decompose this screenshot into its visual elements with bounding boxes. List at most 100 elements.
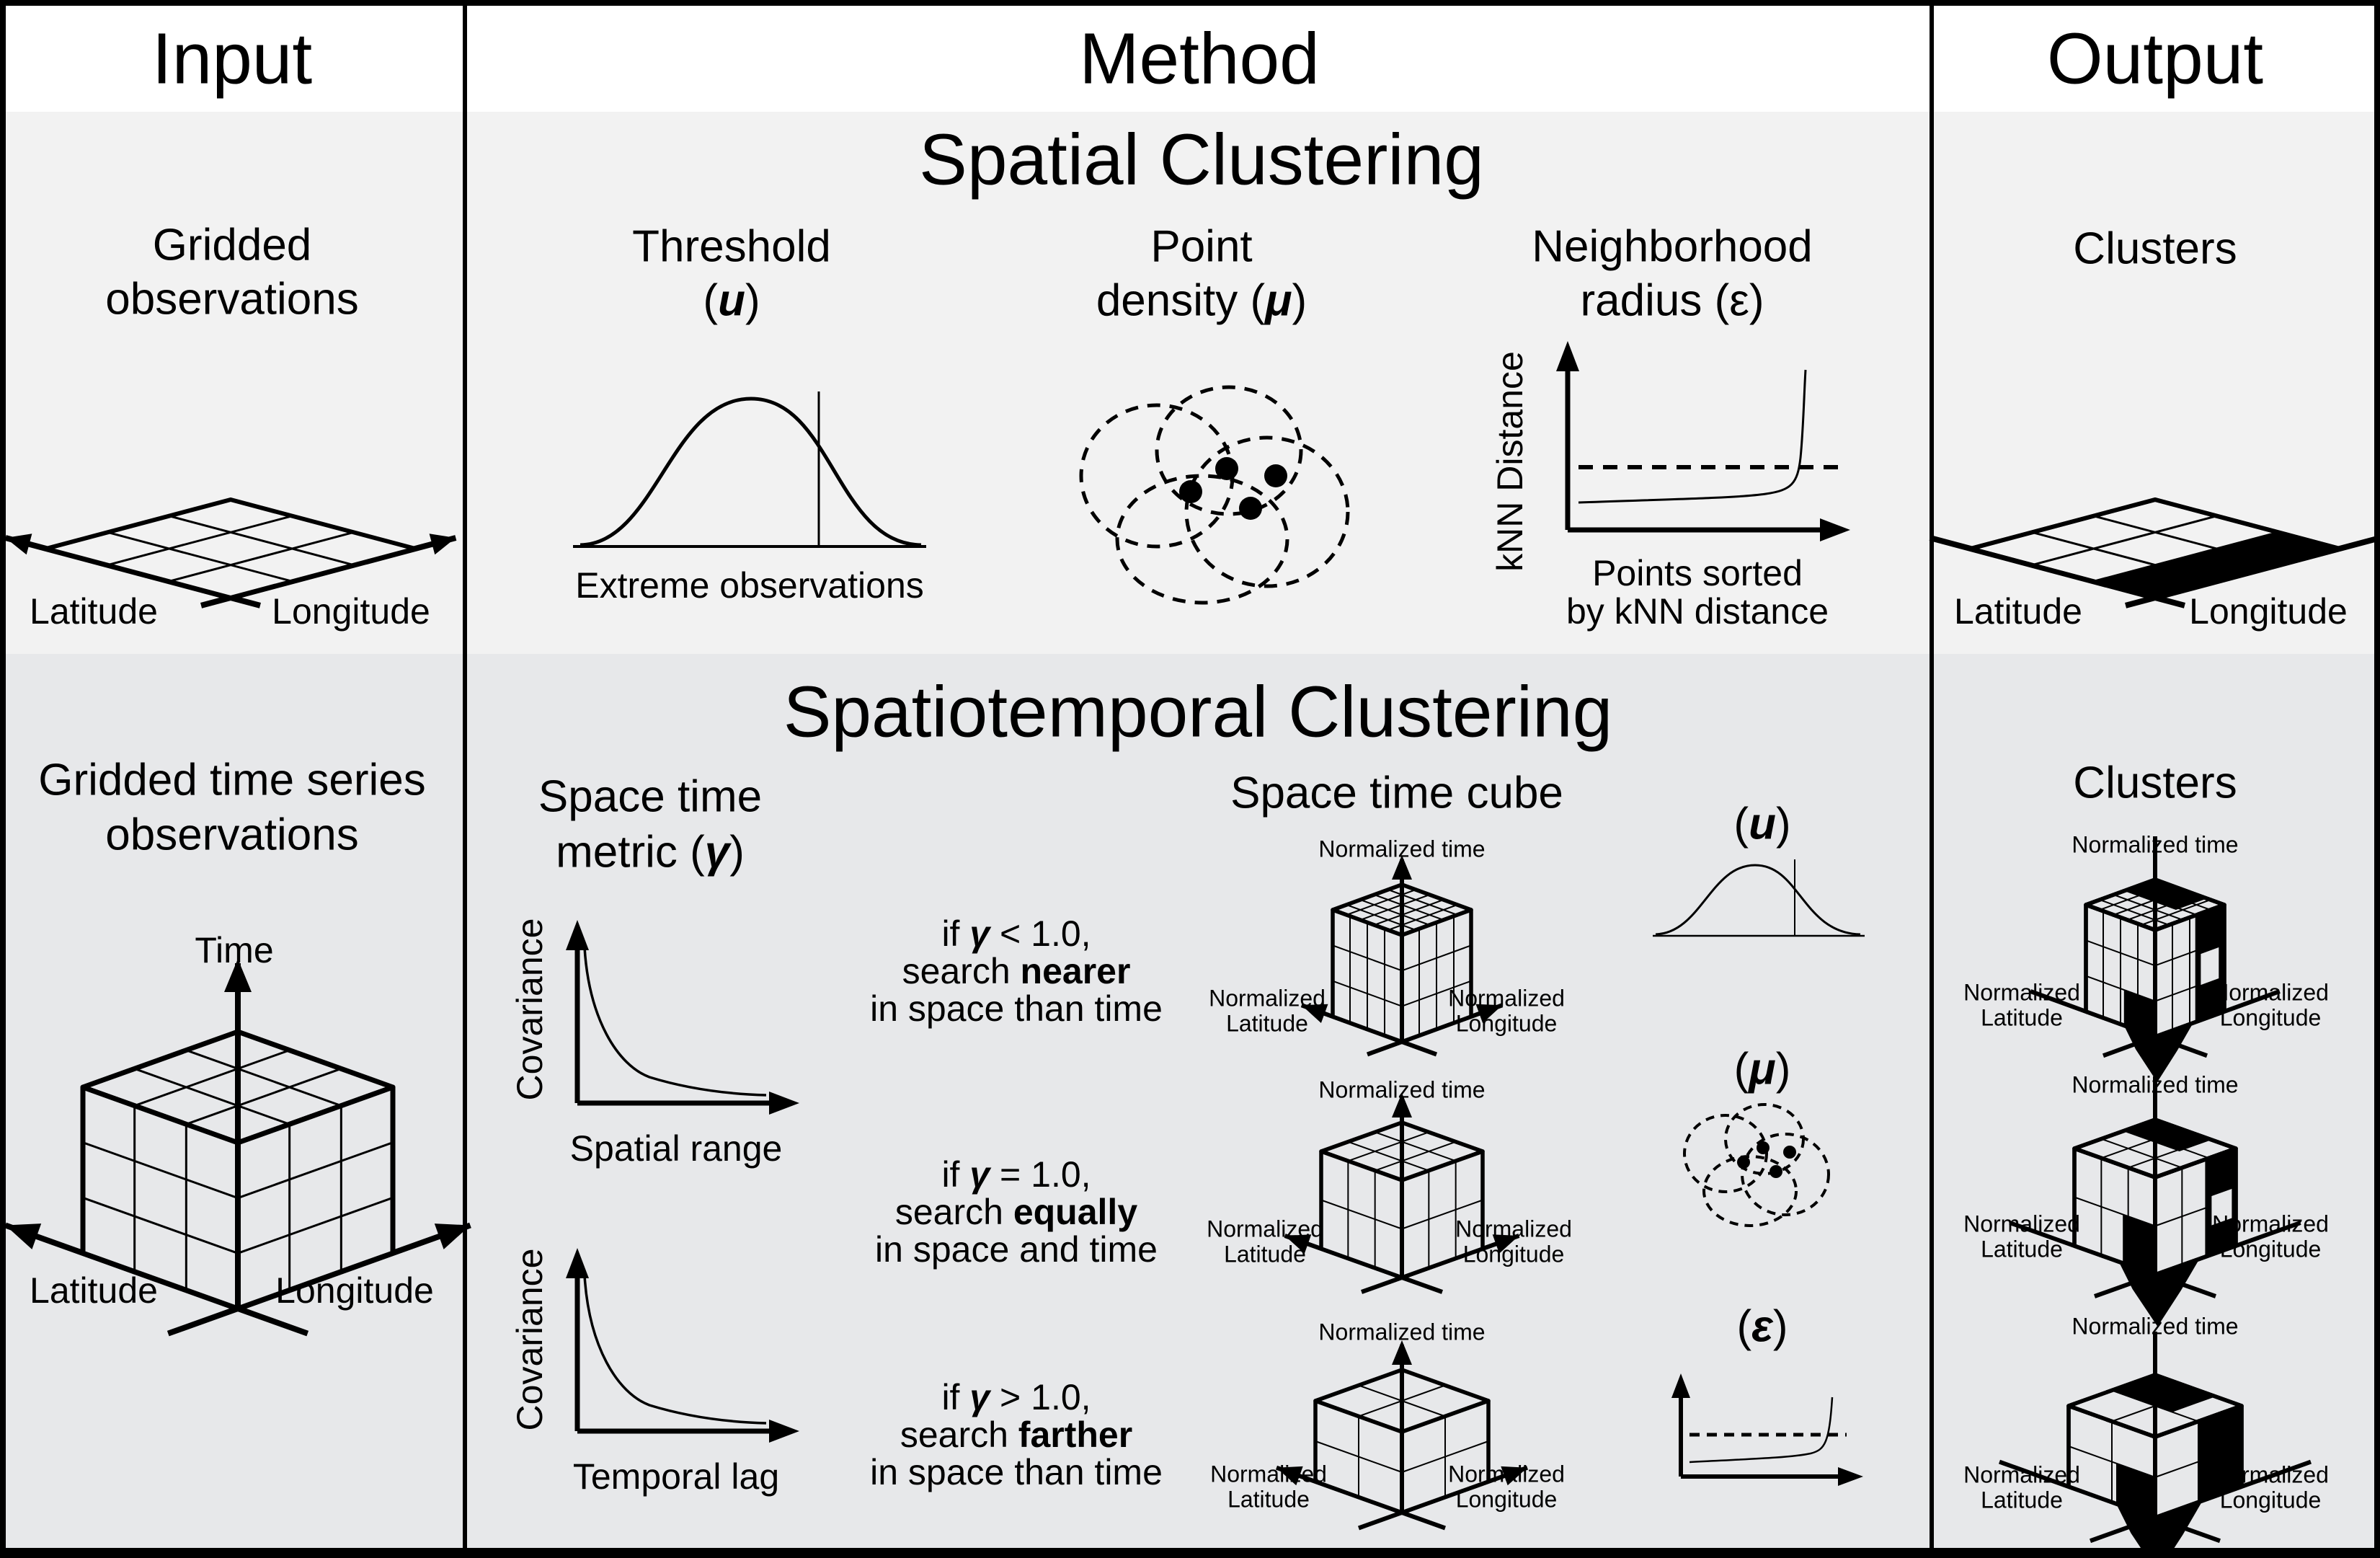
threshold-paren-close: ) <box>745 275 760 326</box>
mini-knn-x-arrowhead <box>1838 1467 1863 1486</box>
knn-curve <box>1578 369 1807 504</box>
knn-y-axis-arrowhead <box>1556 341 1579 371</box>
density-title-line2: density (μ) <box>1096 275 1307 327</box>
st-metric-title-line2: metric (γ) <box>556 827 745 878</box>
header-output: Output <box>2046 18 2264 99</box>
radius-title-line1: Neighborhood <box>1532 221 1813 272</box>
covariance-spatial-range-plot <box>566 920 799 1115</box>
cov2-decay-curve <box>583 1275 767 1425</box>
st-cube-wide-normalized-latitude-label: Normalized <box>1210 1461 1327 1487</box>
output-cube-3-normalized-longitude-label: Longitude <box>2219 1487 2322 1513</box>
density-pre: density ( <box>1096 275 1266 326</box>
output-cube-3-normalized-latitude-label: Latitude <box>1981 1487 2063 1513</box>
case2-line3: in space and time <box>875 1229 1158 1270</box>
covariance-temporal-lag-plot <box>566 1248 799 1443</box>
st-cube-equal-normalized-longitude-label: Longitude <box>1462 1241 1565 1267</box>
st-input-time-label: Time <box>195 930 274 970</box>
threshold-u-symbol: u <box>718 275 745 326</box>
cov2-x-arrowhead <box>769 1420 799 1443</box>
cov1-ylabel: Covariance <box>510 918 550 1101</box>
knn-distance-plot <box>1556 341 1850 541</box>
st-cube-equal-normalized-latitude-label: Normalized <box>1207 1216 1323 1242</box>
header-input: Input <box>151 18 313 99</box>
eps-paren-open: ( <box>1736 1301 1752 1352</box>
case1-if: if <box>941 913 970 954</box>
st-cube-equal-normalized-latitude-label: Latitude <box>1224 1241 1306 1267</box>
output-cube-3-normalized-latitude-label: Normalized <box>1963 1461 2080 1488</box>
st-cube-tall-normalized-latitude-label: Normalized <box>1209 985 1326 1012</box>
threshold-xlabel: Extreme observations <box>575 565 924 606</box>
st-input-label-line1: Gridded time series <box>38 755 426 805</box>
output-cube-1-normalized-latitude-label: Normalized <box>1963 979 2080 1006</box>
st-cube-tall-normalized-latitude-label: Latitude <box>1226 1010 1308 1037</box>
case2-cond: = 1.0, <box>990 1154 1091 1195</box>
st-cube-equal-normalized-longitude-label: Normalized <box>1455 1216 1572 1242</box>
case1-line2: search nearer <box>902 950 1131 992</box>
radius-epsilon-symbol: ε <box>1729 275 1749 326</box>
cov2-ylabel: Covariance <box>510 1248 550 1431</box>
cov1-x-arrowhead <box>769 1092 799 1115</box>
knn-x-axis-arrowhead <box>1820 518 1850 541</box>
case3-if: if <box>941 1377 970 1417</box>
case3-line1: if γ > 1.0, <box>941 1376 1091 1418</box>
cov1-xlabel: Spatial range <box>569 1128 783 1169</box>
header-method: Method <box>1079 18 1320 99</box>
spatial-input-longitude-label: Longitude <box>272 591 430 632</box>
output-cube-3-normalized-longitude-label: Normalized <box>2212 1461 2329 1488</box>
case2-line2: search equally <box>895 1191 1137 1233</box>
mu-paren-close: ) <box>1775 1044 1791 1094</box>
metric-paren-close: ) <box>729 827 745 877</box>
input-method-divider <box>463 0 467 1558</box>
cov2-xlabel: Temporal lag <box>572 1456 780 1497</box>
density-mu-symbol: μ <box>1265 275 1292 326</box>
metric-gamma-symbol: γ <box>704 827 730 877</box>
st-cube-tall-normalized-longitude-label: Longitude <box>1455 1010 1558 1037</box>
threshold-distribution-plot <box>573 391 926 548</box>
st-cube-tall-normalized-time-label: Normalized time <box>1318 836 1486 862</box>
st-density-mini-diagram <box>1683 1103 1830 1227</box>
density-paren-close: ) <box>1292 275 1307 326</box>
st-input-latitude-label: Latitude <box>30 1270 158 1311</box>
space-time-cube-title: Space time cube <box>1230 768 1563 818</box>
st-param-u-label: (u) <box>1733 799 1790 850</box>
st-param-eps-label: (ε) <box>1737 1301 1788 1353</box>
method-output-divider <box>1930 0 1934 1558</box>
case2-line1: if γ = 1.0, <box>941 1154 1091 1195</box>
eps-symbol: ε <box>1751 1301 1773 1352</box>
output-cube-2-normalized-time-label: Normalized time <box>2072 1071 2239 1098</box>
case3-keyword: farther <box>1018 1415 1133 1455</box>
knn-xlabel-line2: by kNN distance <box>1566 591 1829 632</box>
radius-pre: radius ( <box>1580 275 1730 326</box>
output-cube-1-normalized-longitude-label: Normalized <box>2212 979 2329 1006</box>
cov2-y-arrowhead <box>566 1248 589 1278</box>
point-density-diagram <box>1079 385 1350 605</box>
metric-pre: metric ( <box>556 827 705 877</box>
knn-distance-ylabel: kNN Distance <box>1490 351 1530 572</box>
st-output-title: Clusters <box>2073 758 2237 808</box>
mini-density-points <box>1737 1141 1796 1178</box>
spatial-output-longitude-label: Longitude <box>2189 591 2348 632</box>
u-paren-close: ) <box>1775 799 1791 849</box>
st-input-longitude-label: Longitude <box>275 1270 434 1311</box>
case3-gamma: γ <box>969 1377 990 1417</box>
radius-paren-close: ) <box>1749 275 1764 326</box>
output-cube-2-normalized-longitude-label: Longitude <box>2219 1236 2322 1262</box>
u-paren-open: ( <box>1733 799 1749 849</box>
case1-keyword: nearer <box>1020 951 1131 991</box>
st-cube-wide-normalized-longitude-label: Normalized <box>1448 1461 1565 1487</box>
spatial-input-label-line2: observations <box>105 274 359 324</box>
density-title-line1: Point <box>1150 221 1253 272</box>
case2-search: search <box>894 1192 1013 1232</box>
case1-search: search <box>902 951 1021 991</box>
cov1-y-arrowhead <box>566 920 589 950</box>
case3-cond: > 1.0, <box>990 1377 1091 1417</box>
case1-line1: if γ < 1.0, <box>941 913 1091 955</box>
case1-line3: in space than time <box>870 988 1163 1029</box>
output-cube-2-normalized-longitude-label: Normalized <box>2212 1210 2329 1237</box>
spatiotemporal-title: Spatiotemporal Clustering <box>783 671 1613 753</box>
mini-density-circles <box>1683 1103 1830 1227</box>
spatial-output-latitude-label: Latitude <box>1954 591 2082 632</box>
case2-if: if <box>941 1154 970 1195</box>
spatial-input-latitude-label: Latitude <box>30 591 158 632</box>
